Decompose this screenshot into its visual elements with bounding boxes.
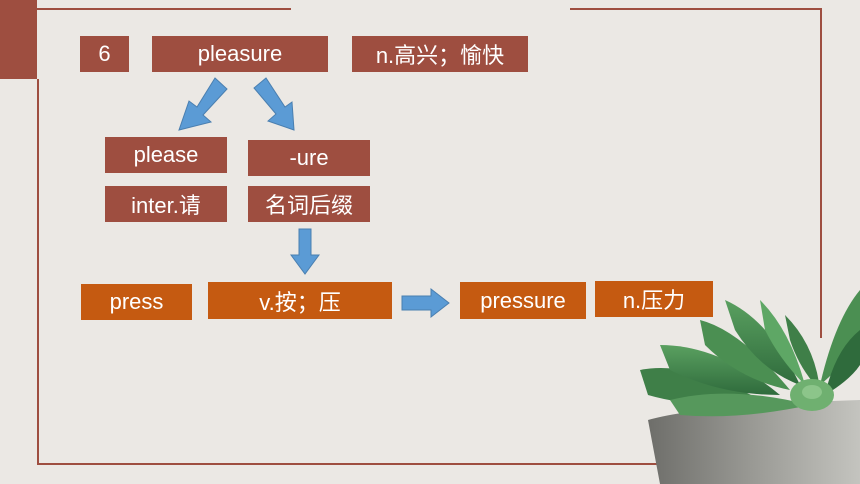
top-border-right — [570, 8, 822, 10]
down-left-arrow-icon — [178, 77, 228, 131]
down-right-arrow-icon — [253, 77, 295, 131]
root-meaning-box: inter.请 — [105, 186, 227, 222]
bottom-border — [37, 463, 657, 465]
example-root-meaning-box: v.按；压 — [208, 282, 392, 319]
corner-block — [0, 0, 37, 79]
suffix-box: -ure — [248, 140, 370, 176]
top-border-left — [37, 8, 291, 10]
right-arrow-icon — [401, 287, 450, 319]
example-word-meaning-box: n.压力 — [595, 281, 713, 317]
example-word-box: pressure — [460, 282, 586, 319]
left-border — [37, 79, 39, 465]
number-box: 6 — [80, 36, 129, 72]
right-border — [820, 8, 822, 338]
word-box: pleasure — [152, 36, 328, 72]
down-arrow-icon — [290, 228, 320, 275]
word-meaning-box: n.高兴；愉快 — [352, 36, 528, 72]
suffix-meaning-box: 名词后缀 — [248, 186, 370, 222]
root-box: please — [105, 137, 227, 173]
example-root-box: press — [81, 284, 192, 320]
